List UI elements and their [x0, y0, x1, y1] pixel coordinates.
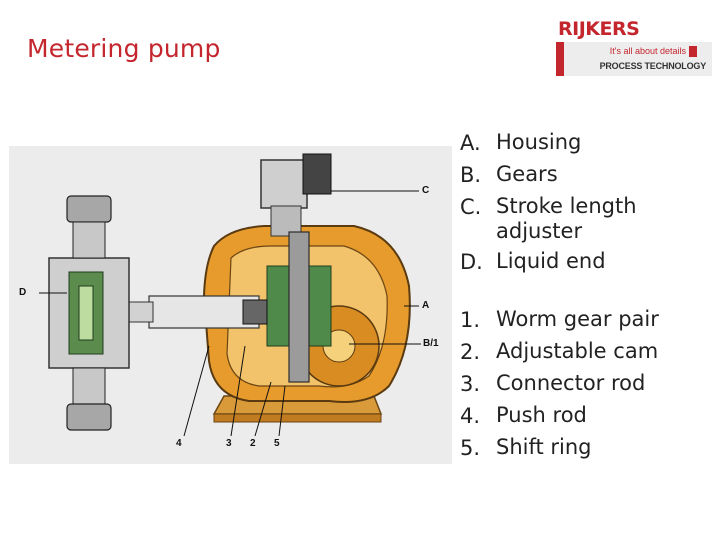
list-marker: 1. — [460, 308, 481, 332]
callout-c: C — [422, 185, 430, 196]
list-item-label: Adjustable cam — [496, 339, 659, 363]
list-item-label: Push rod — [496, 403, 587, 427]
list-marker: 3. — [460, 372, 481, 396]
list-marker: C. — [460, 195, 482, 219]
slide-title: Metering pump — [27, 34, 221, 63]
list-item-label: Shift ring — [496, 435, 592, 459]
list-item-label: Gears — [496, 162, 558, 186]
logo-banner: It's all about details PROCESS TECHNOLOG… — [556, 42, 712, 76]
list-item-label: Stroke length adjuster — [496, 194, 637, 243]
logo-tag-mark — [689, 46, 697, 57]
list-marker: 4. — [460, 404, 481, 428]
lettered-parts-list: A. Housing B. Gears C. Stroke length adj… — [460, 130, 722, 276]
callout-b1: B/1 — [423, 338, 439, 349]
logo-red-bar — [556, 42, 564, 76]
callout-3: 3 — [226, 438, 232, 449]
list-item-label: Connector rod — [496, 371, 646, 395]
list-marker: 5. — [460, 436, 481, 460]
list-item: B. Gears — [460, 162, 722, 189]
list-item: 1. Worm gear pair — [460, 307, 722, 334]
list-item-label: Housing — [496, 130, 582, 154]
list-item: 4. Push rod — [460, 403, 722, 430]
pump-drawing — [39, 153, 421, 437]
parts-legend: A. Housing B. Gears C. Stroke length adj… — [460, 130, 722, 467]
callout-d: D — [19, 287, 27, 298]
pump-cutaway-diagram: C A B/1 D 4 3 2 5 — [9, 146, 452, 464]
logo-subtitle: PROCESS TECHNOLOGY — [599, 61, 707, 71]
list-marker: 2. — [460, 340, 481, 364]
list-item-label: Worm gear pair — [496, 307, 659, 331]
list-item: D. Liquid end — [460, 249, 722, 276]
list-item: 5. Shift ring — [460, 435, 722, 462]
callout-4: 4 — [176, 438, 182, 449]
list-item: A. Housing — [460, 130, 722, 157]
callout-5: 5 — [274, 438, 280, 449]
list-item: 2. Adjustable cam — [460, 339, 722, 366]
logo-tagline: It's all about details — [609, 46, 686, 56]
list-item: C. Stroke length adjuster — [460, 194, 722, 244]
callout-2: 2 — [250, 438, 256, 449]
company-logo: RIJKERS It's all about details PROCESS T… — [556, 18, 712, 92]
list-item: 3. Connector rod — [460, 371, 722, 398]
list-spacer — [460, 281, 722, 307]
numbered-parts-list: 1. Worm gear pair 2. Adjustable cam 3. C… — [460, 307, 722, 462]
list-marker: D. — [460, 250, 483, 274]
list-item-label: Liquid end — [496, 249, 606, 273]
list-marker: B. — [460, 163, 482, 187]
logo-brand: RIJKERS — [558, 18, 640, 40]
callout-a: A — [422, 300, 430, 311]
list-marker: A. — [460, 131, 481, 155]
